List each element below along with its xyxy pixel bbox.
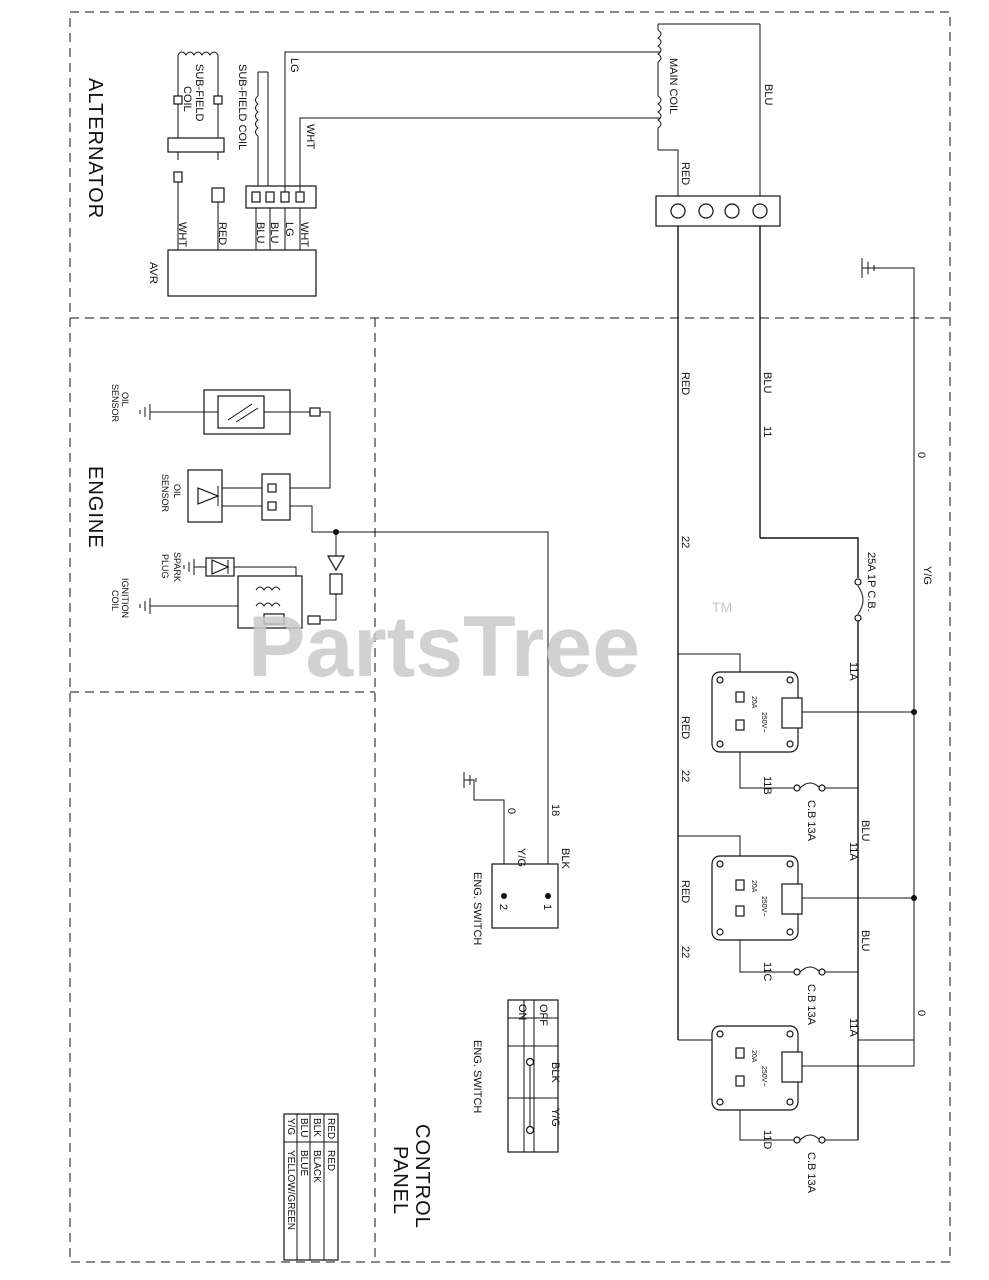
- legend-name-red: RED: [325, 1150, 336, 1171]
- switch-table-title: ENG. SWITCH: [471, 1040, 483, 1113]
- sub-field-coil-1-label-2: COIL: [181, 86, 193, 112]
- eng-switch-label: ENG. SWITCH: [471, 872, 483, 945]
- outlet-2-rating: 20A: [750, 880, 757, 893]
- avr-connector: [245, 185, 317, 250]
- outlet-3-rating-2: 250V~: [760, 1066, 767, 1086]
- wire-label-blu-11a: BLU: [859, 820, 871, 841]
- wire-num-11a-1: 11A: [847, 662, 859, 681]
- outlet-1-rating: 20A: [750, 696, 757, 709]
- oil-sensor-2: [187, 469, 549, 890]
- watermark-tm: TM: [712, 599, 732, 615]
- wire-num-0-switch: 0: [505, 808, 517, 814]
- ground-top: [858, 258, 915, 1041]
- ignition-coil-label: IGNITION: [120, 578, 130, 618]
- legend-name-blu: BLUE: [298, 1150, 309, 1176]
- eng-switch: [463, 772, 559, 929]
- wire-label-yg-switch: Y/G: [515, 848, 527, 867]
- wire-label-lg-top: LG: [288, 58, 300, 73]
- wire-label-yg: Y/G: [921, 566, 933, 585]
- outlet-2: [678, 835, 917, 976]
- wire-label-blu-2: BLU: [268, 222, 280, 243]
- wire-num-11a-3: 11A: [847, 1018, 859, 1037]
- section-borders: [69, 11, 951, 1263]
- terminal-block: [655, 195, 781, 227]
- wire-label-red-o2: RED: [679, 880, 691, 903]
- oil-sensor-2-label-2: SENSOR: [160, 474, 170, 513]
- avr-box: [167, 249, 317, 297]
- main-coil-label: MAIN COIL: [667, 58, 679, 114]
- outlet-2-rating-2: 250V~: [760, 896, 767, 916]
- oil-sensor-2-label: OIL: [172, 484, 182, 499]
- legend-name-blk: BLACK: [311, 1150, 322, 1183]
- wire-label-blu-1: BLU: [254, 222, 266, 243]
- wire-num-11: 11: [761, 426, 773, 437]
- legend-code-red: RED: [325, 1118, 336, 1139]
- sub-field-coil-2-label: SUB-FIELD COIL: [236, 64, 248, 150]
- wire-num-0-bottom: 0: [915, 1010, 927, 1016]
- ignition-coil-label-2: COIL: [110, 590, 120, 611]
- wire-label-wht: WHT: [176, 222, 188, 247]
- spark-plug-label: SPARK: [172, 552, 182, 582]
- breaker-13a-2-label: C.B 13A: [805, 984, 817, 1026]
- outlet-3: [678, 1025, 915, 1144]
- color-legend: [283, 1113, 339, 1261]
- breaker-13a-1-label: C.B 13A: [805, 800, 817, 842]
- breaker-13a-3-label: C.B 13A: [805, 1152, 817, 1194]
- wire-num-11a-2: 11A: [847, 842, 859, 861]
- wire-label-wht-top: WHT: [304, 124, 316, 149]
- wire-num-0-top: 0: [915, 452, 927, 458]
- avr-label: AVR: [147, 262, 159, 284]
- switch-table-header-blk: BLK: [549, 1062, 561, 1083]
- sub-field-coil-2: [255, 71, 269, 188]
- switch-table-row-off: OFF: [537, 1004, 549, 1026]
- oil-sensor-1-label: OIL: [120, 392, 130, 407]
- legend-code-yg: Y/G: [285, 1118, 296, 1135]
- legend-code-blu: BLU: [298, 1118, 309, 1137]
- switch-table-header-yg: Y/G: [549, 1108, 561, 1127]
- breaker-main: [854, 578, 864, 1140]
- wire-label-blu-trunk: BLU: [761, 372, 773, 393]
- legend-code-blk: BLK: [311, 1118, 322, 1137]
- outlet-1-rating-2: 250V~: [760, 712, 767, 732]
- breaker-main-label: 25A 1P C.B.: [865, 552, 877, 612]
- section-title-control-panel-2: PANEL: [389, 1146, 411, 1215]
- wire-label-red-o1: RED: [679, 716, 691, 739]
- switch-pin-2: 2: [497, 904, 509, 910]
- section-title-control-panel: CONTROL: [411, 1124, 433, 1229]
- wire-label-blk-switch: BLK: [559, 848, 571, 869]
- wire-num-22-3: 22: [679, 946, 691, 958]
- wire-label-blu-main: BLU: [762, 84, 774, 105]
- wire-num-11c: 11C: [761, 962, 773, 981]
- legend-name-yg: YELLOW/GREEN: [285, 1150, 296, 1230]
- outlet-1: [678, 653, 917, 792]
- section-title-engine: ENGINE: [84, 466, 106, 549]
- watermark: PartsTree: [248, 599, 640, 695]
- wire-num-11b: 11B: [761, 776, 773, 795]
- wire-label-red-main: RED: [679, 162, 691, 185]
- wire-label-red: RED: [216, 222, 228, 245]
- oil-sensor-1-label-2: SENSOR: [110, 384, 120, 423]
- ignition-circuit: [139, 532, 346, 629]
- wire-label-wht-avr: WHT: [298, 222, 310, 247]
- switch-pin-1: 1: [541, 904, 553, 910]
- wire-num-11d: 11D: [761, 1130, 773, 1149]
- spark-plug-label-2: PLUG: [160, 554, 170, 579]
- wire-label-lg-avr: LG: [283, 222, 295, 237]
- wire-num-22-1: 22: [679, 536, 691, 548]
- lg-wht-wires: [284, 51, 660, 192]
- wire-label-blu-11a-2: BLU: [859, 930, 871, 951]
- section-title-alternator: ALTERNATOR: [84, 78, 106, 219]
- wire-num-18: 18: [549, 804, 561, 816]
- trunk-wires: [677, 226, 859, 1040]
- switch-table-row-on: ON: [516, 1004, 528, 1021]
- switch-table: [507, 999, 559, 1153]
- sub-field-coil-1: [167, 51, 225, 250]
- oil-sensor-1: [139, 389, 331, 489]
- wire-label-red-trunk: RED: [679, 372, 691, 395]
- wire-num-22-2: 22: [679, 770, 691, 782]
- sub-field-coil-1-label: SUB-FIELD: [193, 64, 205, 122]
- outlet-3-rating: 20A: [750, 1050, 757, 1063]
- main-coil: [657, 23, 761, 196]
